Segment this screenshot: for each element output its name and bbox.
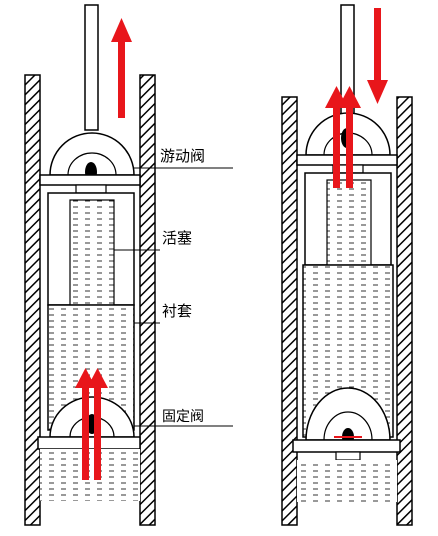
right-barrel-wall-left — [281, 96, 298, 526]
label-standing-valve: 固定阀 — [162, 409, 204, 425]
upstroke-figure: 游动阀 活塞 衬套 固定阀 — [24, 4, 233, 526]
label-traveling-valve: 游动阀 — [160, 147, 205, 165]
right-barrel-wall-right — [396, 96, 413, 526]
right-inlet-liquid — [297, 460, 397, 502]
left-barrel-wall-left — [24, 74, 41, 526]
left-inlet-liquid — [40, 449, 140, 501]
left-pump-rod — [84, 4, 99, 131]
label-liner: 衬套 — [162, 302, 192, 320]
left-barrel-wall-right — [139, 74, 156, 526]
right-outflow-arrows — [325, 86, 361, 188]
left-rod-up-arrow — [111, 18, 132, 118]
label-piston: 活塞 — [162, 229, 192, 247]
downstroke-figure — [281, 4, 413, 526]
left-inflow-arrows — [75, 368, 108, 480]
right-rod-down-arrow — [367, 8, 388, 104]
